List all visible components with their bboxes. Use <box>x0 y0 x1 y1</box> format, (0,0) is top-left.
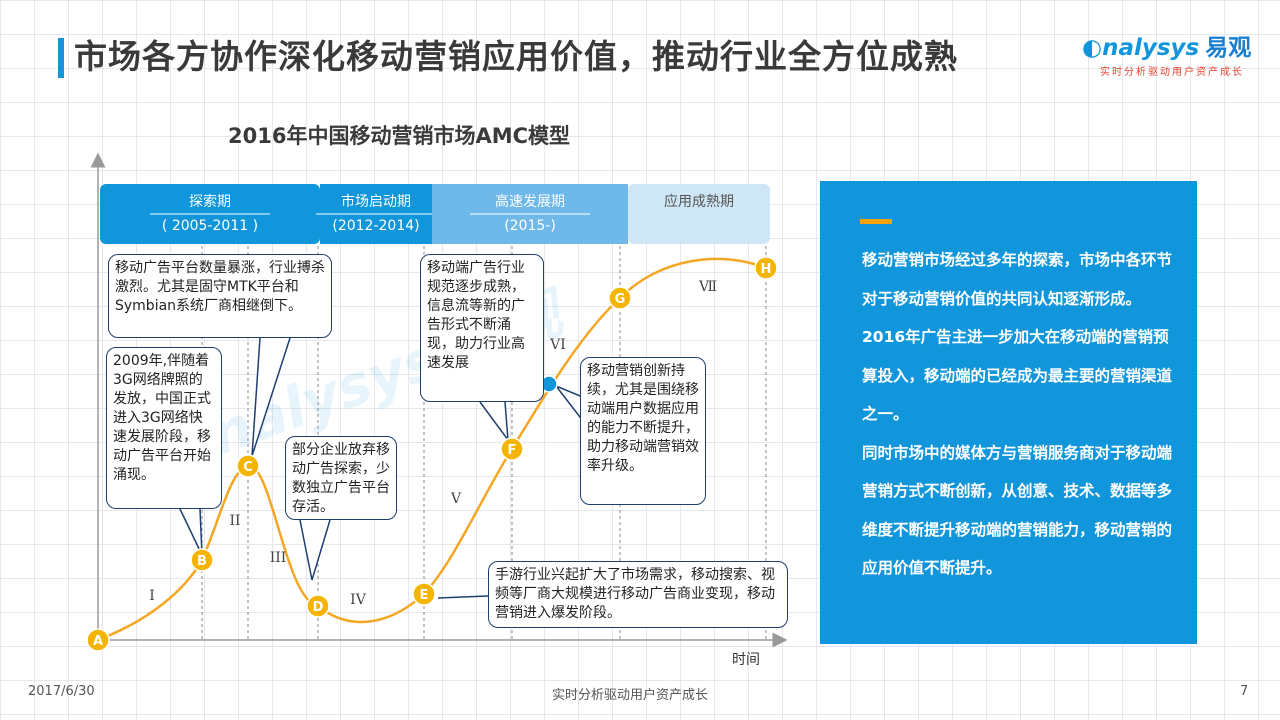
x-axis-label: 时间 <box>732 652 760 668</box>
point-label: C <box>243 460 253 475</box>
point-label: A <box>93 634 103 649</box>
point-marker <box>412 582 436 606</box>
point-g: G <box>608 286 632 310</box>
stage-band: 探索期 ( 2005-2011 ) 市场启动期 (2012-2014) 高速发展期 (20… <box>100 184 770 244</box>
callout-b: 2009年,伴随着3G网络牌照的发放，中国正式进入3G网络快速发展阶段，移动广告… <box>106 347 222 509</box>
callout-d: 部分企业放弃移动广告探索，少数独立广告平台存活。 <box>285 436 397 520</box>
point-f: F <box>500 437 524 461</box>
stage-name: 高速发展期 <box>495 193 565 210</box>
phase-label: II <box>229 513 240 529</box>
logo-cn: 易观 <box>1205 35 1252 61</box>
point-marker <box>236 454 260 478</box>
callout-leader <box>437 595 489 599</box>
phase-label: Ⅶ <box>698 279 717 295</box>
callout-leader <box>479 401 509 443</box>
stage-name: 应用成熟期 <box>664 193 734 210</box>
chart-axes <box>90 152 788 648</box>
logo-text: nalysys <box>1102 35 1200 61</box>
stage-years: (2015-) <box>504 218 556 234</box>
page-title: 市场各方协作深化移动营销应用价值，推动行业全方位成熟 <box>74 37 958 76</box>
footer-tagline: 实时分析驱动用户资产成长 <box>552 688 709 703</box>
stage-name: 探索期 <box>189 193 231 210</box>
logo-glyph-icon: ◐ <box>1082 35 1103 61</box>
stage-block <box>628 184 770 244</box>
point-d: D <box>306 594 330 618</box>
summary-paragraph-2: 同时市场中的媒体方与营销服务商对于移动端营销方式不断创新，从创意、技术、数据等多… <box>862 443 1173 578</box>
point-b: B <box>190 548 214 572</box>
stage-name: 市场启动期 <box>341 193 411 210</box>
point-marker <box>500 437 524 461</box>
callout-c: 移动广告平台数量暴涨，行业搏杀激烈。尤其是固守MTK平台和Symbian系统厂商… <box>108 254 332 338</box>
callout-g: 移动营销创新持续，尤其是围绕移动端用户数据应用的能力不断提升，助力移动端营销效率… <box>580 357 706 505</box>
point-label: F <box>508 443 517 458</box>
point-a: A <box>86 628 110 652</box>
point-e: E <box>412 582 436 606</box>
chart-title: 2016年中国移动营销市场AMC模型 <box>228 124 571 148</box>
point-marker <box>190 548 214 572</box>
stage-4: 应用成熟期 <box>628 184 770 244</box>
point-marker <box>608 286 632 310</box>
amc-curve <box>97 257 767 642</box>
footer-date: 2017/6/30 <box>28 684 95 699</box>
callout-leader <box>251 337 291 457</box>
title-accent-bar <box>58 38 64 78</box>
callout-f: 移动端广告行业规范逐步成熟，信息流等新的广告形式不断涌现，助力行业高速发展 <box>420 254 544 402</box>
phase-label: I <box>149 588 155 604</box>
curve-points: A B C D E F G H <box>86 256 778 652</box>
point-c: C <box>236 454 260 478</box>
point-label: H <box>761 262 772 277</box>
stage-3: 高速发展期 (2015-) <box>432 184 628 244</box>
phase-label: V <box>450 491 462 507</box>
amc-chart: 探索期 ( 2005-2011 ) 市场启动期 (2012-2014) 高速发展期 (20… <box>86 152 788 668</box>
stage-2: 市场启动期 (2012-2014) <box>316 184 436 244</box>
callout-leader <box>299 519 331 581</box>
point-label: D <box>313 600 324 615</box>
stage-years: (2012-2014) <box>332 218 419 234</box>
stage-1: 探索期 ( 2005-2011 ) <box>100 184 320 244</box>
page-number: 7 <box>1240 684 1249 699</box>
point-marker <box>86 628 110 652</box>
summary-paragraph-1: 移动营销市场经过多年的探索，市场中各环节对于移动营销价值的共同认知逐渐形成。20… <box>862 251 1173 423</box>
point-label: B <box>197 554 207 569</box>
callout-leader <box>179 508 203 556</box>
logo-tagline: 实时分析驱动用户资产成长 <box>1100 67 1244 78</box>
point-h: H <box>754 256 778 280</box>
point-label: G <box>615 292 626 307</box>
callout-e: 手游行业兴起扩大了市场需求，移动搜索、视频等厂商大规模进行移动广告商业变现，移动… <box>488 561 788 628</box>
summary-accent-bar <box>860 219 892 224</box>
phase-label: VI <box>549 337 566 353</box>
phase-label: IV <box>350 592 367 608</box>
summary-panel: 移动营销市场经过多年的探索，市场中各环节对于移动营销价值的共同认知逐渐形成。20… <box>820 181 1197 644</box>
point-label: E <box>420 588 429 603</box>
summary-text: 移动营销市场经过多年的探索，市场中各环节对于移动营销价值的共同认知逐渐形成。20… <box>862 241 1172 588</box>
stage-years: ( 2005-2011 ) <box>162 218 258 234</box>
phase-label: III <box>270 550 287 566</box>
point-marker <box>754 256 778 280</box>
callout-leaders <box>179 337 591 599</box>
point-marker <box>306 594 330 618</box>
